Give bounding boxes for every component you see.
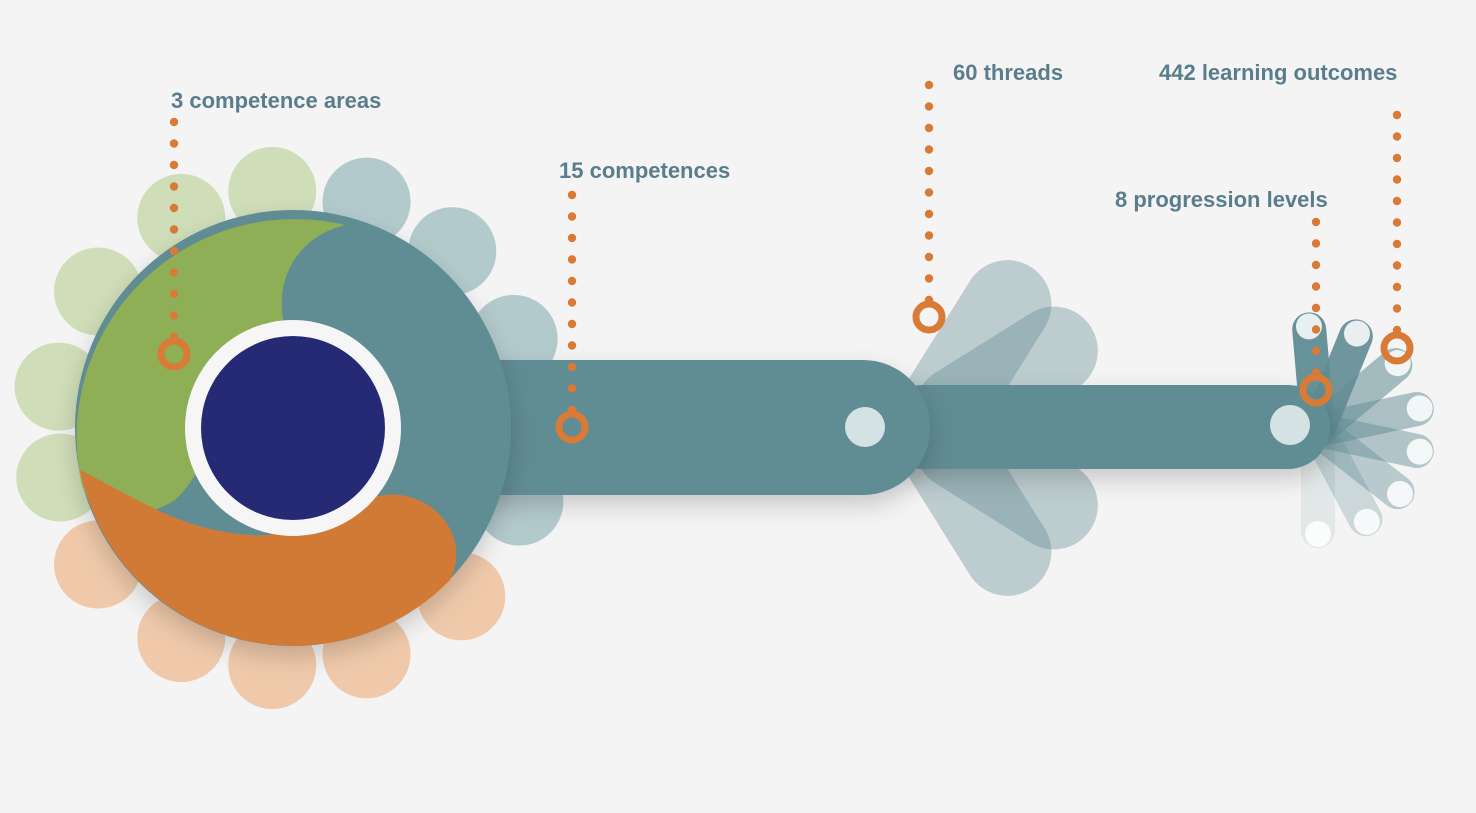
leader-dot <box>1311 282 1321 291</box>
leader-dot <box>924 274 934 283</box>
callouts <box>157 80 1414 444</box>
joint-dot-competences <box>845 407 885 447</box>
leader-dot <box>924 166 934 176</box>
center-core <box>201 336 385 520</box>
joint-dot-threads <box>1270 405 1310 445</box>
label-competences: 15 competences <box>559 158 730 183</box>
leader-dot <box>567 362 577 372</box>
leader-dot <box>169 160 179 170</box>
leader-dot <box>169 289 179 299</box>
leader-dot <box>1392 196 1402 206</box>
leader-dot <box>567 298 577 307</box>
leader-dot <box>1311 303 1321 313</box>
threads-bar <box>880 385 1330 469</box>
leader-dot <box>1311 217 1321 227</box>
leader-dot <box>1311 325 1321 334</box>
level-rod <box>1307 392 1434 446</box>
leader-dot <box>567 212 577 221</box>
leader-dot <box>1392 153 1402 163</box>
label-learning-outcomes: 442 learning outcomes <box>1159 60 1397 85</box>
leader-dot <box>1392 110 1402 120</box>
label-progression-levels: 8 progression levels <box>1115 187 1328 212</box>
leader-dot <box>567 319 577 329</box>
leader-dot <box>1392 132 1402 141</box>
leader-dot <box>169 182 179 191</box>
leader-dot <box>1392 261 1402 270</box>
marker-ring <box>555 410 589 444</box>
leader-dot <box>1392 282 1402 292</box>
leader-dot <box>1311 260 1321 270</box>
leader-dot <box>924 188 934 197</box>
label-competence-areas: 3 competence areas <box>171 88 381 113</box>
marker-ring <box>912 300 946 334</box>
leader-dot <box>169 246 179 256</box>
leader-dot <box>567 190 577 200</box>
leader-dot <box>1392 304 1402 313</box>
level-rod <box>1306 417 1415 510</box>
label-threads: 60 threads <box>953 60 1063 85</box>
leader-dot <box>567 276 577 286</box>
leader-dot <box>1392 239 1402 249</box>
marker-ring <box>1380 331 1414 365</box>
leader-dot <box>924 252 934 262</box>
marker-ring <box>1299 373 1333 407</box>
leader-dot <box>169 268 179 277</box>
leader-dot <box>924 209 934 219</box>
leader-dot <box>924 231 934 240</box>
leader-dot <box>169 311 179 320</box>
leader-dot <box>169 139 179 148</box>
leader-dot <box>924 102 934 111</box>
leader-dot <box>1392 175 1402 184</box>
leader-dot <box>169 203 179 213</box>
leader-dot <box>924 123 934 133</box>
leader-dot <box>567 255 577 264</box>
orange-area-segment <box>80 470 457 646</box>
leader-dot <box>169 225 179 234</box>
leader-dot <box>169 117 179 127</box>
level-rod <box>1307 414 1434 468</box>
leader-dot <box>1311 239 1321 248</box>
leader-dot <box>567 341 577 350</box>
leader-dot <box>1311 346 1321 356</box>
leader-dot <box>1392 218 1402 227</box>
leader-dot <box>924 80 934 90</box>
leader-dot <box>567 233 577 243</box>
marker-ring <box>157 337 191 371</box>
leader-dot <box>924 145 934 154</box>
leader-dot <box>567 384 577 393</box>
competences-bar <box>420 360 930 495</box>
